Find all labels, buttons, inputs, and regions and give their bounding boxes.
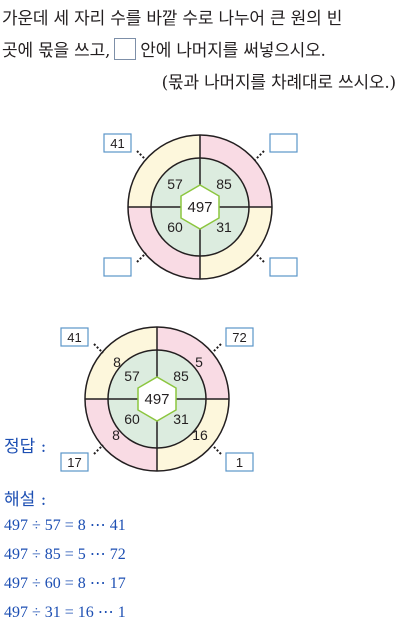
answer-center-hexagon (137, 376, 177, 422)
divisor-top-left: 57 (167, 176, 183, 192)
answer-figure: 497 57 85 60 31 8 5 8 16 41 72 17 1 (60, 326, 254, 472)
question-line-2: 곳에 몫을 쓰고, 안에 나머지를 써넣으시오. (2, 36, 326, 61)
explanation-label: 해설 : (4, 490, 47, 510)
answer-label: 정답 : (4, 437, 47, 457)
answer-remainder-box-top-right (225, 327, 254, 347)
divisor-top-right: 85 (216, 176, 232, 192)
answer-quotient-top-left: 8 (113, 354, 121, 370)
answer-remainder-top-right: 72 (232, 330, 246, 345)
answer-remainder-box-top-left (60, 327, 89, 347)
remainder-box-top-left (103, 133, 132, 153)
explanation-line-4: 497 ÷ 31 = 16 ⋯ 1 (4, 604, 126, 621)
question-line-1: 가운데 세 자리 수를 바깥 수로 나누어 큰 원의 빈 (2, 9, 343, 29)
center-hexagon (180, 184, 220, 230)
question-line-3: (몫과 나머지를 차례대로 쓰시오.) (161, 73, 397, 93)
answer-divisor-top-left: 57 (124, 368, 140, 384)
answer-remainder-bottom-right: 1 (236, 455, 243, 470)
answer-divisor-bottom-right: 31 (173, 411, 189, 427)
divisor-bottom-right: 31 (216, 219, 232, 235)
blank-box-icon (114, 38, 137, 60)
explanation-line-2: 497 ÷ 85 = 5 ⋯ 72 (4, 546, 126, 563)
answer-divisor-top-right: 85 (173, 368, 189, 384)
explanation-line-3: 497 ÷ 60 = 8 ⋯ 17 (4, 575, 126, 592)
center-number: 497 (187, 199, 212, 216)
answer-quotient-top-right: 5 (195, 354, 203, 370)
answer-remainder-top-left: 41 (67, 330, 81, 345)
answer-remainder-box-bottom-right (225, 452, 254, 472)
explanation-line-1: 497 ÷ 57 = 8 ⋯ 41 (4, 517, 126, 534)
answer-center-number: 497 (144, 391, 169, 408)
question-line-2-start: 곳에 몫을 쓰고, (2, 41, 111, 61)
problem-figure: 497 57 85 60 31 41 (103, 133, 298, 280)
divisor-bottom-left: 60 (167, 219, 183, 235)
remainder-box-bottom-left (103, 257, 132, 277)
answer-quotient-bottom-left: 8 (112, 427, 120, 443)
remainder-box-bottom-right (269, 257, 298, 277)
answer-remainder-bottom-left: 17 (67, 455, 81, 470)
answer-divisor-bottom-left: 60 (124, 411, 140, 427)
answer-quotient-bottom-right: 16 (192, 427, 208, 443)
remainder-top-left: 41 (110, 136, 124, 151)
remainder-box-top-right (269, 133, 298, 153)
answer-remainder-box-bottom-left (60, 452, 89, 472)
question-line-2-end: 안에 나머지를 써넣으시오. (140, 41, 326, 61)
